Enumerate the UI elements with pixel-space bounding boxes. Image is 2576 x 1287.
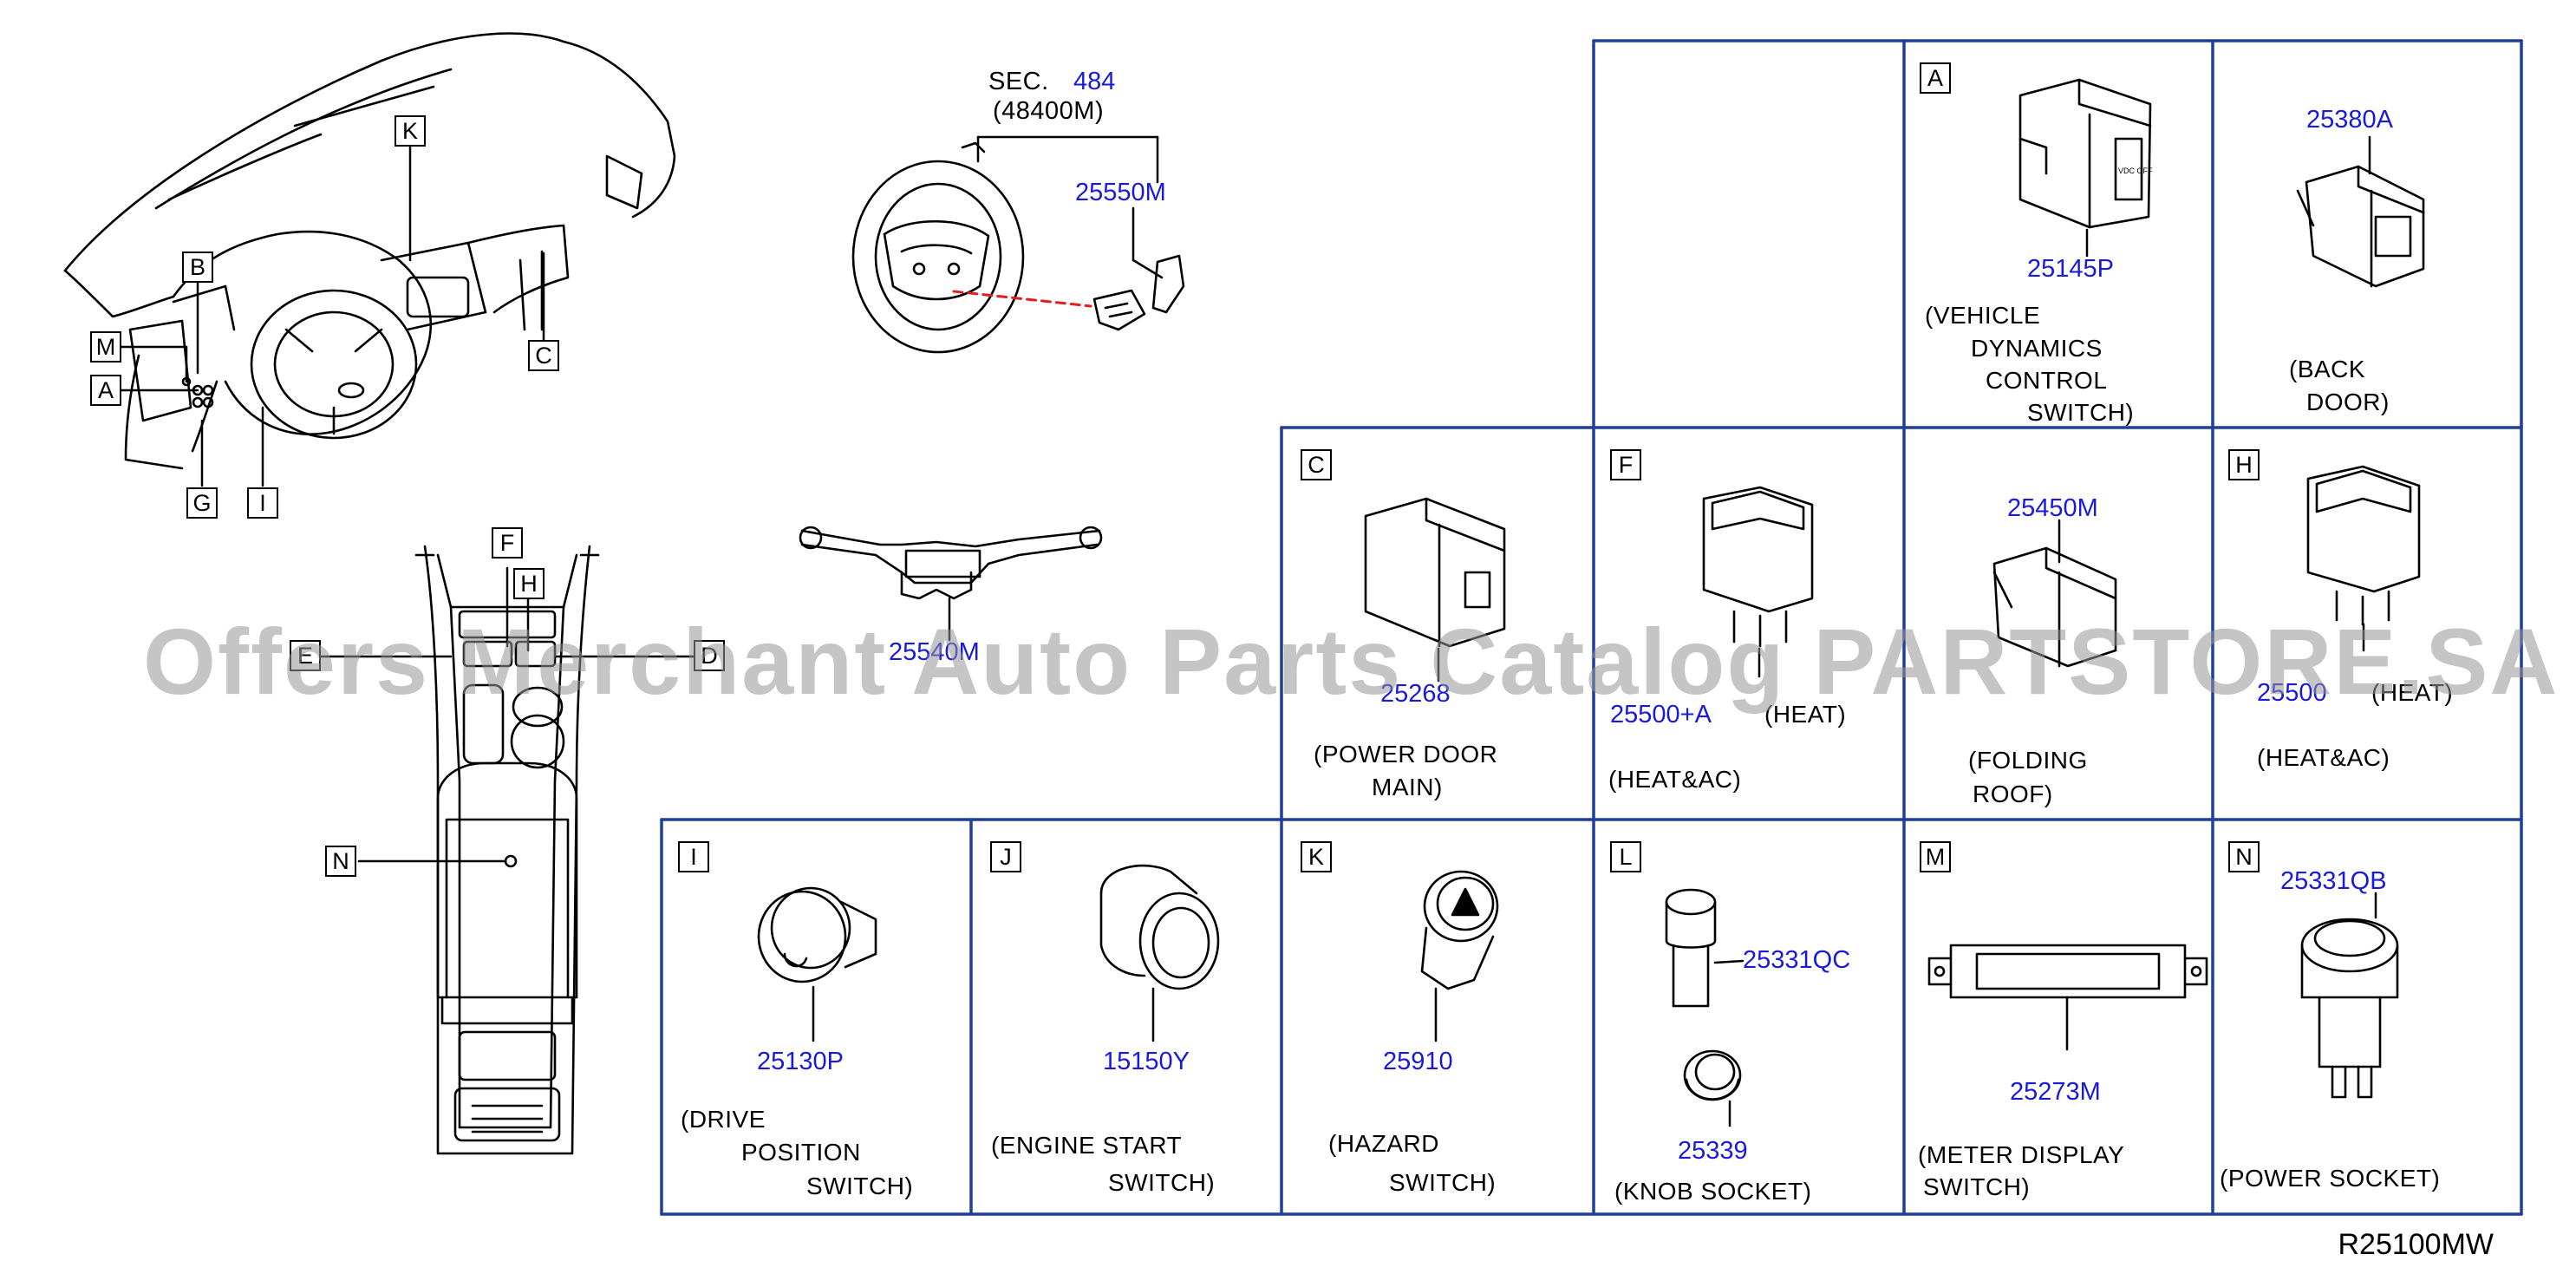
cell-j-letter: J (990, 841, 1021, 872)
desc-m-line1: (METER DISPLAY (1918, 1141, 2125, 1168)
desc-h-heat: (HEAT) (2371, 679, 2454, 706)
steering-wheel-drawing (851, 141, 1025, 354)
desc-c-line2: MAIN) (1372, 774, 1443, 800)
desc-roof-line2: ROOF) (1973, 781, 2053, 807)
desc-m-line2: SWITCH) (1923, 1173, 2031, 1200)
callout-m: M (90, 331, 121, 363)
part-number-15150y: 15150Y (1103, 1048, 1190, 1075)
meter-display-switch-drawing (1927, 944, 2208, 1051)
desc-j-line2: SWITCH) (1108, 1169, 1216, 1196)
power-socket-drawing (2300, 892, 2399, 1099)
desc-i-line2: POSITION (741, 1139, 861, 1166)
part-number-25145p: 25145P (2027, 255, 2114, 283)
cell-k-letter: K (1301, 841, 1332, 872)
watermark-text: Offers Merchant Auto Parts Catalog PARTS… (143, 609, 2560, 714)
cell-c-letter: C (1301, 449, 1332, 480)
cell-n-letter: N (2228, 841, 2260, 872)
vdc-off-button-text: VDC OFF (2118, 167, 2153, 175)
part-number-steering-switch: 25550M (1075, 179, 1166, 206)
cell-a-letter: A (1920, 62, 1951, 94)
folding-roof-switch-drawing (1992, 519, 2117, 668)
part-number-25130p: 25130P (757, 1048, 844, 1075)
desc-a-line3: CONTROL (1986, 367, 2108, 394)
cell-f-letter: F (1610, 449, 1641, 480)
callout-h: H (513, 568, 545, 599)
cell-h-letter: H (2228, 449, 2260, 480)
part-number-25331qc: 25331QC (1743, 946, 1851, 974)
desc-l-line1: (KNOB SOCKET) (1614, 1178, 1812, 1205)
drive-position-switch-drawing (757, 886, 877, 1042)
heat-switch-drawing-h (2306, 465, 2421, 652)
desc-back-door-line1: (BACK (2289, 356, 2366, 382)
cell-m-letter: M (1920, 841, 1951, 872)
engine-start-switch-drawing (1099, 864, 1220, 1042)
power-door-main-drawing (1364, 497, 1506, 683)
sec-label: SEC. (988, 68, 1049, 95)
part-number-25500a: 25500+A (1610, 701, 1712, 728)
desc-h-heat-ac: (HEAT&AC) (2257, 744, 2390, 771)
dashboard-overview-drawing (63, 32, 676, 470)
desc-n-line1: (POWER SOCKET) (2220, 1165, 2441, 1192)
desc-c-line1: (POWER DOOR (1314, 741, 1498, 768)
hazard-switch-drawing (1420, 870, 1499, 1042)
callout-n: N (325, 846, 356, 877)
center-console-drawing (414, 545, 600, 1155)
part-number-25910: 25910 (1383, 1048, 1453, 1075)
sec-number: 484 (1073, 68, 1116, 95)
callout-f: F (492, 527, 523, 559)
part-number-25268: 25268 (1380, 680, 1451, 708)
desc-j-line1: (ENGINE START (991, 1132, 1183, 1159)
callout-i: I (247, 487, 278, 519)
steering-leaders (952, 135, 1164, 308)
part-number-25380a: 25380A (2306, 106, 2393, 134)
part-number-25273m: 25273M (2010, 1078, 2101, 1106)
parts-grid (660, 39, 2523, 1216)
callout-g: G (186, 487, 218, 519)
desc-f-heat: (HEAT) (1764, 701, 1847, 728)
callout-b: B (182, 252, 213, 283)
callout-d: D (694, 640, 725, 671)
steering-switch-drawing (1092, 254, 1185, 331)
combination-switch-drawing (799, 526, 1103, 642)
callout-c: C (528, 340, 559, 371)
part-number-25450m: 25450M (2007, 494, 2098, 522)
desc-a-line2: DYNAMICS (1971, 335, 2103, 362)
desc-a-line4: SWITCH) (2027, 399, 2135, 426)
desc-i-line3: SWITCH) (806, 1173, 914, 1199)
heat-switch-drawing-f (1702, 486, 1814, 678)
desc-roof-line1: (FOLDING (1968, 747, 2088, 774)
desc-k-line2: SWITCH) (1389, 1169, 1497, 1196)
cell-l-letter: L (1610, 841, 1641, 872)
part-number-25339: 25339 (1678, 1137, 1748, 1165)
desc-back-door-line2: DOOR) (2306, 389, 2390, 415)
cell-i-letter: I (678, 841, 709, 872)
diagram-code: R25100MW (2338, 1228, 2494, 1261)
callout-a: A (90, 375, 121, 406)
desc-i-line1: (DRIVE (681, 1106, 766, 1133)
part-number-25331qb: 25331QB (2280, 867, 2387, 895)
overview-leaders (120, 139, 695, 863)
part-number-25500: 25500 (2257, 679, 2327, 707)
callout-e: E (290, 640, 321, 671)
sec-sub-label: (48400M) (993, 97, 1105, 125)
desc-k-line1: (HAZARD (1328, 1130, 1439, 1157)
back-door-switch-drawing (2296, 135, 2425, 288)
desc-f-heat-ac: (HEAT&AC) (1608, 766, 1742, 793)
callout-k: K (395, 115, 426, 147)
vdc-switch-drawing (2018, 78, 2152, 258)
knob-socket-drawing (1665, 888, 1745, 1127)
desc-a-line1: (VEHICLE (1925, 302, 2041, 329)
part-number-combination-switch: 25540M (889, 638, 980, 666)
